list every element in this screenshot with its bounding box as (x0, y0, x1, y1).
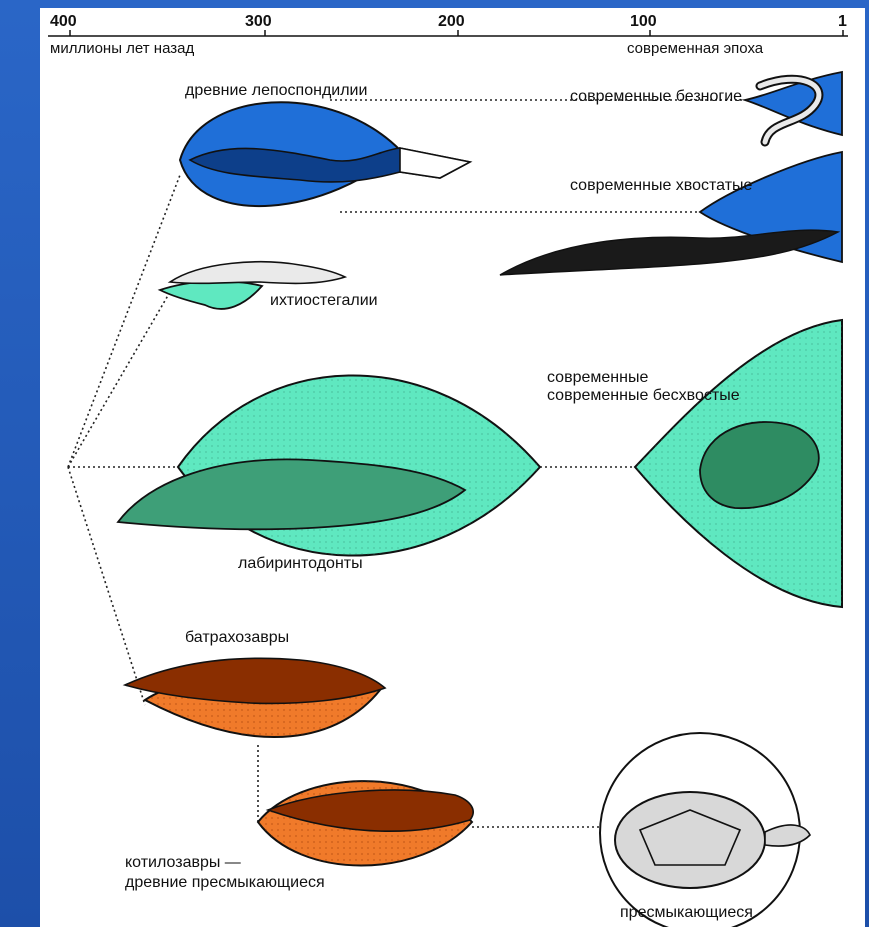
label-anura-line1: современные (547, 369, 648, 386)
cotylosaurs-group: котилозавры — древние пресмыкающиеся (125, 781, 473, 891)
tick-300: 300 (245, 13, 272, 30)
tick-400: 400 (50, 13, 77, 30)
caecilians-group: современные безногие (570, 72, 842, 142)
label-cotylosaurs-line1: котилозавры — (125, 854, 241, 871)
label-caudata: современные хвостатые (570, 177, 753, 194)
caudata-group: современные хвостатые (500, 152, 842, 275)
label-labyrinthodonts: лабиринтодонты (238, 555, 363, 572)
axis-caption-left: миллионы лет назад (50, 40, 194, 57)
tick-1: 1 (838, 13, 847, 30)
timeline-axis: 400 300 200 100 1 миллионы лет назад сов… (48, 13, 848, 57)
batrachosaurs-group: батрахозавры (125, 629, 385, 737)
ichthyostega-icon (170, 262, 345, 284)
labyrinthodonts-group: лабиринтодонты (118, 375, 540, 572)
label-batrachosaurs: батрахозавры (185, 629, 289, 646)
axis-caption-right: современная эпоха (627, 40, 764, 57)
label-ichthyostegalia: ихтиостегалии (270, 292, 378, 309)
turtle-icon (615, 792, 765, 888)
label-lepospondyli: древние лепоспондилии (185, 82, 367, 99)
ichthyostegalia-group: ихтиостегалии (160, 262, 378, 309)
label-caecilians: современные безногие (570, 88, 742, 105)
label-anura: современные бесхвостые (547, 387, 740, 404)
newt-icon (500, 230, 838, 275)
reptiles-group: пресмыкающиеся (600, 733, 810, 927)
anura-group: современные современные бесхвостые (547, 320, 842, 607)
tick-200: 200 (438, 13, 465, 30)
label-cotylosaurs-line2: древние пресмыкающиеся (125, 874, 325, 891)
tick-100: 100 (630, 13, 657, 30)
label-reptiles: пресмыкающиеся (620, 904, 753, 921)
